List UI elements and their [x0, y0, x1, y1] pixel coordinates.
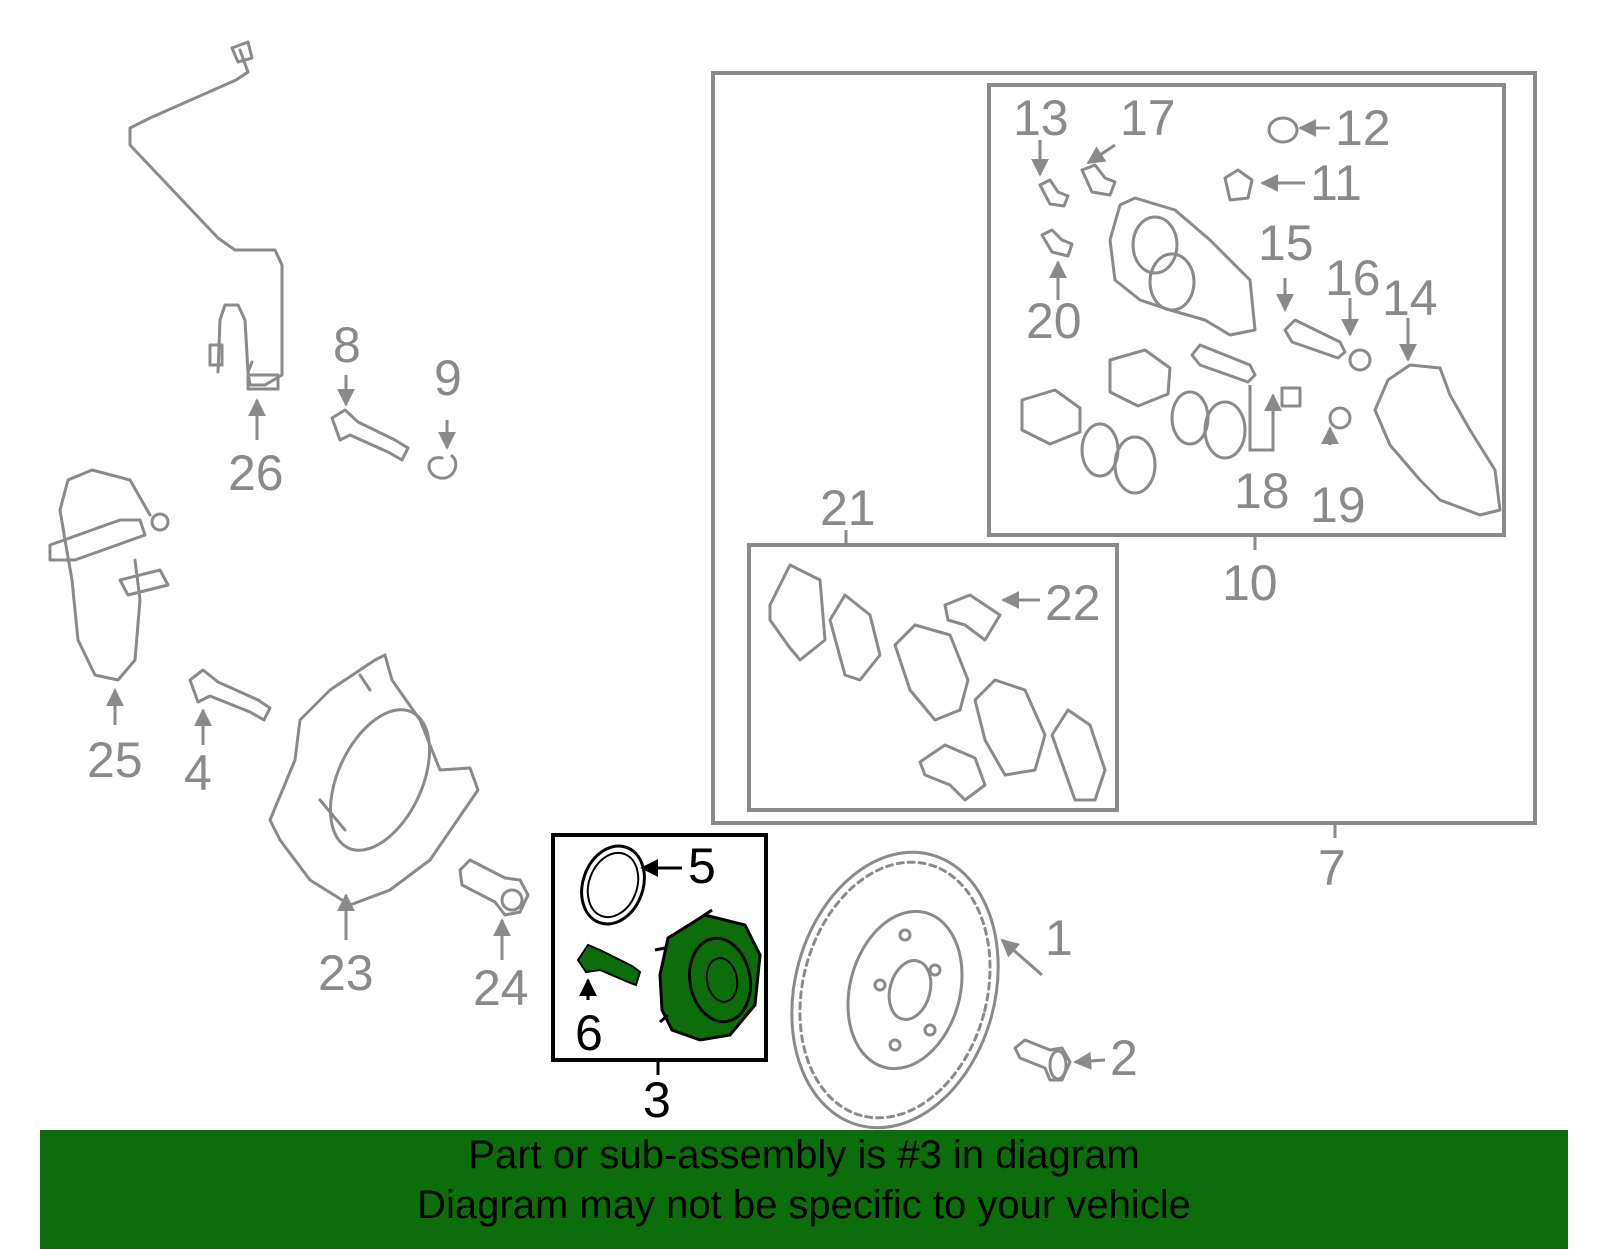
caliper-assembly-box-7 — [711, 71, 1537, 825]
callout-6: 6 — [575, 1005, 603, 1061]
callout-26: 26 — [228, 445, 284, 501]
seal-ring-5 — [580, 844, 646, 926]
guide-pins — [1190, 318, 1372, 430]
piston-seals — [1020, 348, 1247, 495]
callout-17: 17 — [1120, 90, 1176, 146]
caliper-housing — [1108, 196, 1257, 337]
caliper-box-10 — [987, 83, 1506, 537]
bolt-24 — [458, 858, 530, 917]
bolt-8 — [330, 408, 410, 462]
callout-5: 5 — [688, 838, 716, 894]
callout-14: 14 — [1382, 270, 1438, 326]
callout-9: 9 — [434, 350, 462, 406]
banner-line-1: Part or sub-assembly is #3 in diagram — [468, 1133, 1140, 1177]
callout-21: 21 — [820, 480, 876, 536]
callout-19: 19 — [1310, 477, 1366, 533]
brake-hose-25 — [48, 468, 170, 682]
callout-23: 23 — [318, 945, 374, 1001]
callout-25: 25 — [87, 732, 143, 788]
callout-3[interactable]: 3 — [643, 1072, 671, 1128]
callout-2: 2 — [1110, 1030, 1138, 1086]
callout-8: 8 — [333, 317, 361, 373]
wheel-speed-sensor-upper — [128, 40, 284, 391]
pad-kit-box-21 — [747, 543, 1119, 812]
callout-7: 7 — [1318, 840, 1346, 896]
bolt-4 — [188, 668, 272, 722]
small-bolts — [1038, 116, 1299, 258]
banner-line-2: Diagram may not be specific to your vehi… — [417, 1183, 1191, 1227]
brake-disc-1 — [790, 850, 1000, 1130]
callout-12: 12 — [1335, 100, 1391, 156]
callout-18: 18 — [1234, 463, 1290, 519]
callout-15: 15 — [1258, 215, 1314, 271]
clip-9 — [427, 454, 458, 480]
dust-shield-23 — [268, 653, 480, 907]
screw-2 — [1013, 1038, 1072, 1082]
callout-16: 16 — [1325, 250, 1381, 306]
callout-20: 20 — [1026, 293, 1082, 349]
callout-13: 13 — [1013, 90, 1069, 146]
caliper-bracket-14 — [1373, 363, 1502, 517]
leader-lines — [106, 119, 1417, 1075]
callout-10: 10 — [1222, 555, 1278, 611]
callout-1: 1 — [1045, 910, 1073, 966]
callout-4: 4 — [184, 745, 212, 801]
wheel-hub-assembly-3[interactable] — [654, 908, 762, 1042]
brake-pads-21 — [768, 563, 1107, 802]
info-banner: Part or sub-assembly is #3 in diagram Di… — [40, 1130, 1568, 1249]
callout-22: 22 — [1045, 575, 1101, 631]
callout-24: 24 — [473, 960, 529, 1016]
callout-11: 11 — [1310, 155, 1362, 211]
hub-bolt-6 — [576, 943, 642, 987]
